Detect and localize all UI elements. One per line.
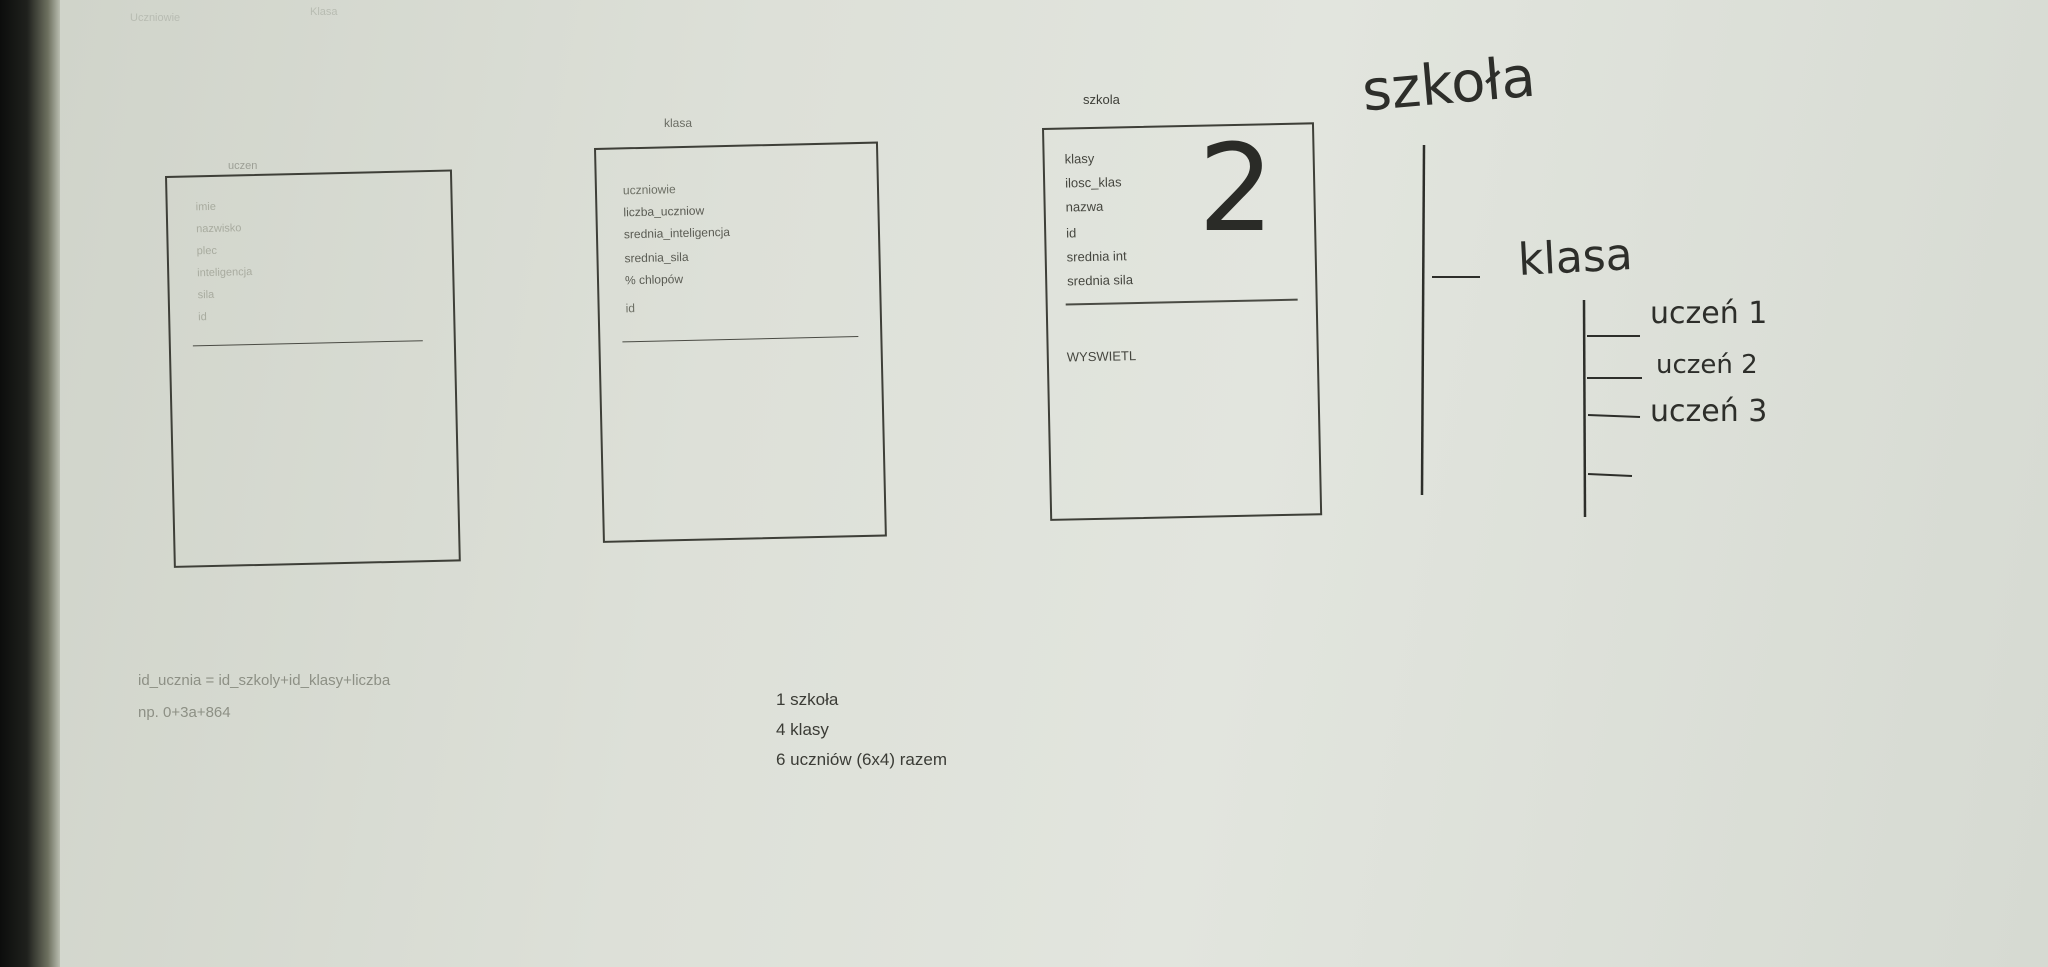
tree-leaf-connector-3 bbox=[1587, 414, 1641, 418]
handwritten-bracket-number: 2 bbox=[1198, 120, 1275, 259]
faint-menu-item-1: Uczniowie bbox=[130, 12, 181, 24]
tree-leaf-connector-4 bbox=[1587, 473, 1633, 477]
uczen-title: uczen bbox=[228, 160, 258, 172]
id-formula-line-2: np. 0+3a+864 bbox=[138, 704, 231, 721]
summary-line-2: 4 klasy bbox=[776, 720, 829, 739]
klasa-title: klasa bbox=[664, 116, 693, 130]
handwritten-leaf-uczen-2: uczeń 2 bbox=[1656, 350, 1758, 380]
tree-root-line bbox=[1420, 144, 1426, 496]
handwritten-leaf-uczen-3: uczeń 3 bbox=[1650, 394, 1768, 429]
monitor-bezel bbox=[0, 0, 60, 967]
faint-menu-item-2: Klasa bbox=[310, 6, 338, 18]
summary-line-1: 1 szkoła bbox=[776, 690, 839, 709]
tree-branch-line bbox=[1582, 299, 1587, 518]
id-formula-line-1: id_ucznia = id_szkoly+id_klasy+liczba bbox=[138, 672, 391, 689]
summary-line-3: 6 uczniów (6x4) razem bbox=[776, 750, 948, 769]
handwritten-leaf-uczen-1: uczeń 1 bbox=[1650, 296, 1768, 331]
szkola-title: szkola bbox=[1083, 92, 1120, 107]
